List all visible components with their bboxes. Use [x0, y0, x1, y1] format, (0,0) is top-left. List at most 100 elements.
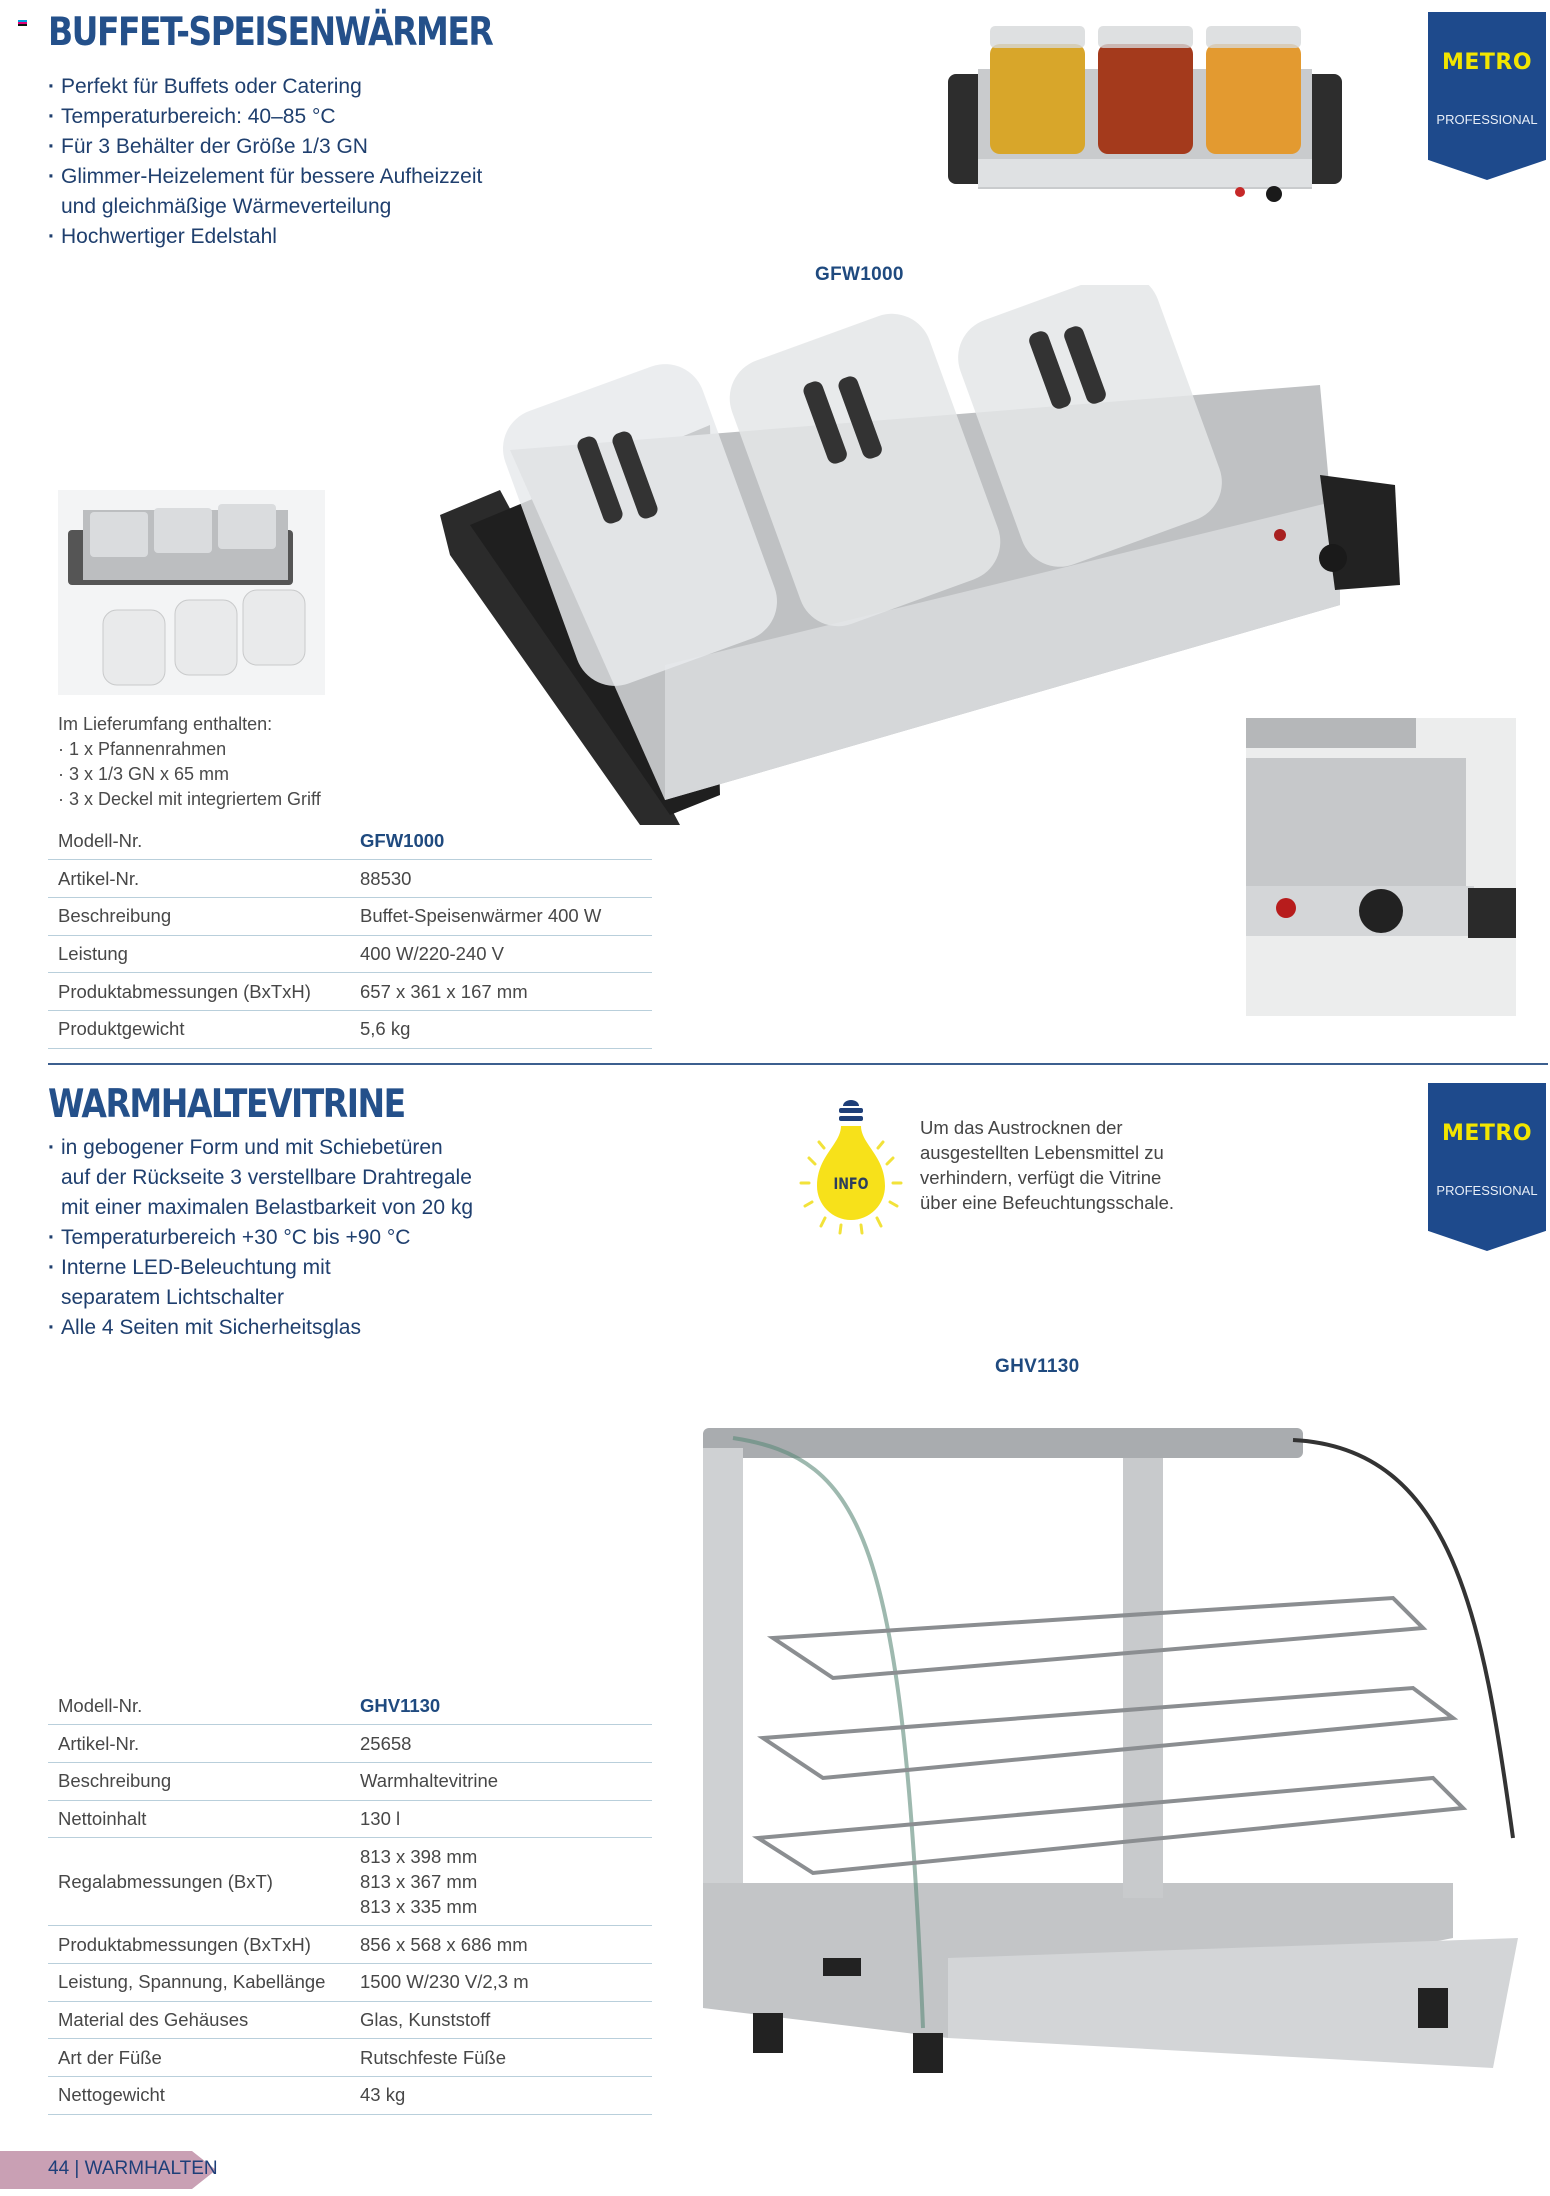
section-divider: [48, 1063, 1548, 1065]
spec-key: Produktabmessungen (BxTxH): [48, 972, 350, 1011]
spec-value: 88530: [350, 859, 652, 898]
spec-key: Artikel-Nr.: [48, 859, 350, 898]
feature-item-continuation: und gleichmäßige Wärmeverteilung: [61, 195, 392, 218]
spec-key: Modell-Nr.: [48, 1687, 350, 1726]
warmer-with-lids-image: [68, 504, 306, 686]
spec-key: Produktabmessungen (BxTxH): [48, 1925, 350, 1964]
feature-item-continuation: mit einer maximalen Belastbarkeit von 20…: [61, 1196, 474, 1219]
page-footer-tab: [0, 2151, 216, 2189]
spec-key: Regalabmessungen (BxT): [48, 1837, 350, 1927]
spec-value: 5,6 kg: [350, 1010, 652, 1049]
spec-value: 400 W/220-240 V: [350, 935, 652, 974]
print-color-marker: [18, 20, 27, 27]
spec-key: Beschreibung: [48, 897, 350, 936]
metro-professional-logo: METRO PROFESSIONAL: [1428, 12, 1546, 180]
product1-scope-of-delivery: Im Lieferumfang enthalten: · 1 x Pfannen…: [58, 712, 321, 812]
feature-item: Temperaturbereich: 40–85 °C: [48, 102, 482, 132]
spec-value-multiline: 813 x 398 mm 813 x 367 mm 813 x 335 mm: [350, 1837, 652, 1927]
product1-detail-photo: [1246, 718, 1516, 1016]
table-row: Produktabmessungen (BxTxH)657 x 361 x 16…: [48, 972, 652, 1011]
feature-item-continuation: separatem Lichtschalter: [61, 1286, 284, 1309]
spec-value-model: GHV1130: [350, 1687, 652, 1726]
product2-main-photo: [693, 1418, 1533, 2073]
buffet-warmer-food-image: [948, 26, 1342, 202]
spec-value: 856 x 568 x 686 mm: [350, 1925, 652, 1964]
spec-key: Leistung, Spannung, Kabellänge: [48, 1963, 350, 2002]
buffet-warmer-image: [440, 273, 1400, 825]
shelf-dimension: 813 x 335 mm: [360, 1896, 478, 1918]
spec-value: 1500 W/230 V/2,3 m: [350, 1963, 652, 2002]
product1-main-photo: [440, 273, 1415, 825]
page-footer-label: 44 | WARMHALTEN: [48, 2158, 218, 2179]
heated-display-cabinet-image: [703, 1428, 1518, 2073]
spec-key: Produktgewicht: [48, 1010, 350, 1049]
feature-item: in gebogener Form und mit Schiebetüren: [48, 1133, 473, 1163]
info-badge-text: INFO: [833, 1174, 869, 1193]
product2-spec-table: Modell-Nr.GHV1130 Artikel-Nr.25658 Besch…: [48, 1687, 652, 2115]
feature-item: Temperaturbereich +30 °C bis +90 °C: [48, 1223, 473, 1253]
product2-title: WARMHALTEVITRINE: [48, 1080, 406, 1127]
logo-brand-name: METRO: [1441, 50, 1533, 75]
product1-spec-table: Modell-Nr.GFW1000 Artikel-Nr.88530 Besch…: [48, 822, 652, 1049]
spec-value: 43 kg: [350, 2076, 652, 2115]
metro-professional-logo: METRO PROFESSIONAL: [1428, 1083, 1546, 1251]
spec-key: Modell-Nr.: [48, 822, 350, 861]
spec-value: Glas, Kunststoff: [350, 2001, 652, 2040]
info-note: Um das Austrocknen der ausgestellten Leb…: [920, 1115, 1174, 1215]
product2-feature-list: in gebogener Form und mit Schiebetüren a…: [48, 1133, 473, 1343]
feature-item: Hochwertiger Edelstahl: [48, 222, 482, 252]
product2-model-label: GHV1130: [995, 1356, 1080, 1377]
feature-item: Interne LED-Beleuchtung mit: [48, 1253, 473, 1283]
spec-value-model: GFW1000: [350, 822, 652, 861]
shelf-dimension: 813 x 398 mm: [360, 1846, 478, 1868]
logo-brand-name: METRO: [1441, 1121, 1533, 1146]
feature-item: Perfekt für Buffets oder Catering: [48, 72, 482, 102]
spec-value: 657 x 361 x 167 mm: [350, 972, 652, 1011]
info-lightbulb: INFO: [795, 1098, 907, 1238]
lightbulb-icon: [799, 1100, 903, 1235]
spec-value: 130 l: [350, 1800, 652, 1839]
spec-key: Material des Gehäuses: [48, 2001, 350, 2040]
control-knob-detail-image: [1246, 718, 1516, 1016]
spec-key: Nettogewicht: [48, 2076, 350, 2115]
feature-item-continuation: auf der Rückseite 3 verstellbare Drahtre…: [61, 1166, 472, 1189]
logo-subtitle: PROFESSIONAL: [1436, 1183, 1538, 1198]
table-row: Modell-Nr.GFW1000: [48, 822, 652, 861]
table-row: Modell-Nr.GHV1130: [48, 1687, 652, 1726]
spec-value: Rutschfeste Füße: [350, 2038, 652, 2077]
spec-key: Nettoinhalt: [48, 1800, 350, 1839]
scope-heading: Im Lieferumfang enthalten:: [58, 714, 273, 734]
table-row: Artikel-Nr.88530: [48, 859, 652, 898]
info-line: verhindern, verfügt die Vitrine: [920, 1167, 1162, 1188]
scope-item: · 1 x Pfannenrahmen: [58, 739, 227, 759]
scope-item: · 3 x Deckel mit integriertem Griff: [58, 789, 321, 809]
scope-item: · 3 x 1/3 GN x 65 mm: [58, 764, 230, 784]
spec-key: Art der Füße: [48, 2038, 350, 2077]
info-line: über eine Befeuchtungsschale.: [920, 1192, 1175, 1213]
spec-key: Artikel-Nr.: [48, 1724, 350, 1763]
table-row: Produktabmessungen (BxTxH)856 x 568 x 68…: [48, 1925, 652, 1964]
spec-value: Warmhaltevitrine: [350, 1762, 652, 1801]
product1-title: BUFFET-SPEISENWÄRMER: [48, 8, 494, 55]
feature-item: Alle 4 Seiten mit Sicherheitsglas: [48, 1313, 473, 1343]
info-line: ausgestellten Lebensmittel zu: [920, 1142, 1164, 1163]
logo-subtitle: PROFESSIONAL: [1436, 112, 1538, 127]
feature-item: Für 3 Behälter der Größe 1/3 GN: [48, 132, 482, 162]
table-row: Regalabmessungen (BxT) 813 x 398 mm 813 …: [48, 1837, 652, 1927]
shelf-dimension: 813 x 367 mm: [360, 1871, 478, 1893]
table-row: Artikel-Nr.25658: [48, 1724, 652, 1763]
info-line: Um das Austrocknen der: [920, 1117, 1123, 1138]
spec-value: Buffet-Speisenwärmer 400 W: [350, 897, 652, 936]
spec-key: Beschreibung: [48, 1762, 350, 1801]
spec-value: 25658: [350, 1724, 652, 1763]
product1-feature-list: Perfekt für Buffets oder Catering Temper…: [48, 72, 482, 252]
product1-model-label: GFW1000: [815, 264, 904, 285]
